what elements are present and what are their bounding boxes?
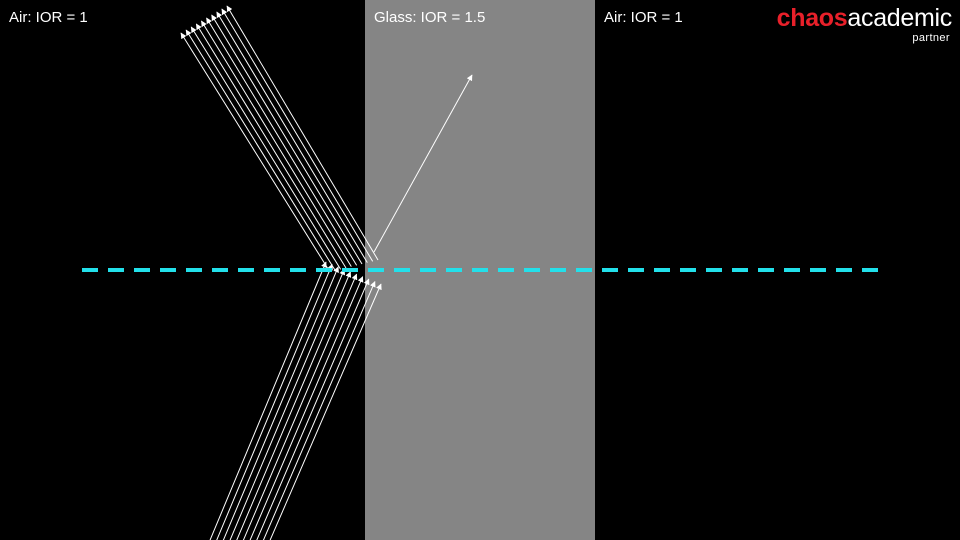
reflected-ray [195,23,347,269]
incident-ray [242,273,358,540]
glass-label: Glass: IOR = 1.5 [374,9,486,26]
reflected-ray [226,5,379,261]
air-left-label: Air: IOR = 1 [9,9,88,26]
incident-ray [216,263,333,540]
reflected-ray [216,11,368,263]
logo-wordmark: chaosacademic [776,4,953,32]
incident-ray [222,266,339,540]
incident-ray [269,283,382,540]
logo-word-chaos: chaos [776,4,848,32]
reflected-ray [206,17,358,266]
reflected-ray [190,26,342,270]
chaos-academic-logo: chaosacademic partner [776,4,953,44]
reflected-rays [180,5,379,273]
logo-word-academic: academic [847,4,952,32]
refracted-rays [373,74,473,253]
air-right-label: Air: IOR = 1 [604,9,683,26]
reflected-ray [201,20,352,267]
incident-ray [249,276,364,540]
incident-ray [229,268,345,540]
reflected-ray [180,32,331,273]
reflected-ray [185,29,336,271]
incident-ray [209,261,327,540]
reflected-ray [221,8,374,262]
refracted-ray [373,74,473,253]
reflected-ray [211,14,363,265]
incident-ray [256,278,370,540]
incident-ray [262,281,376,540]
logo-subtitle: partner [912,32,950,44]
incident-rays [209,261,382,540]
incident-ray [236,271,352,540]
